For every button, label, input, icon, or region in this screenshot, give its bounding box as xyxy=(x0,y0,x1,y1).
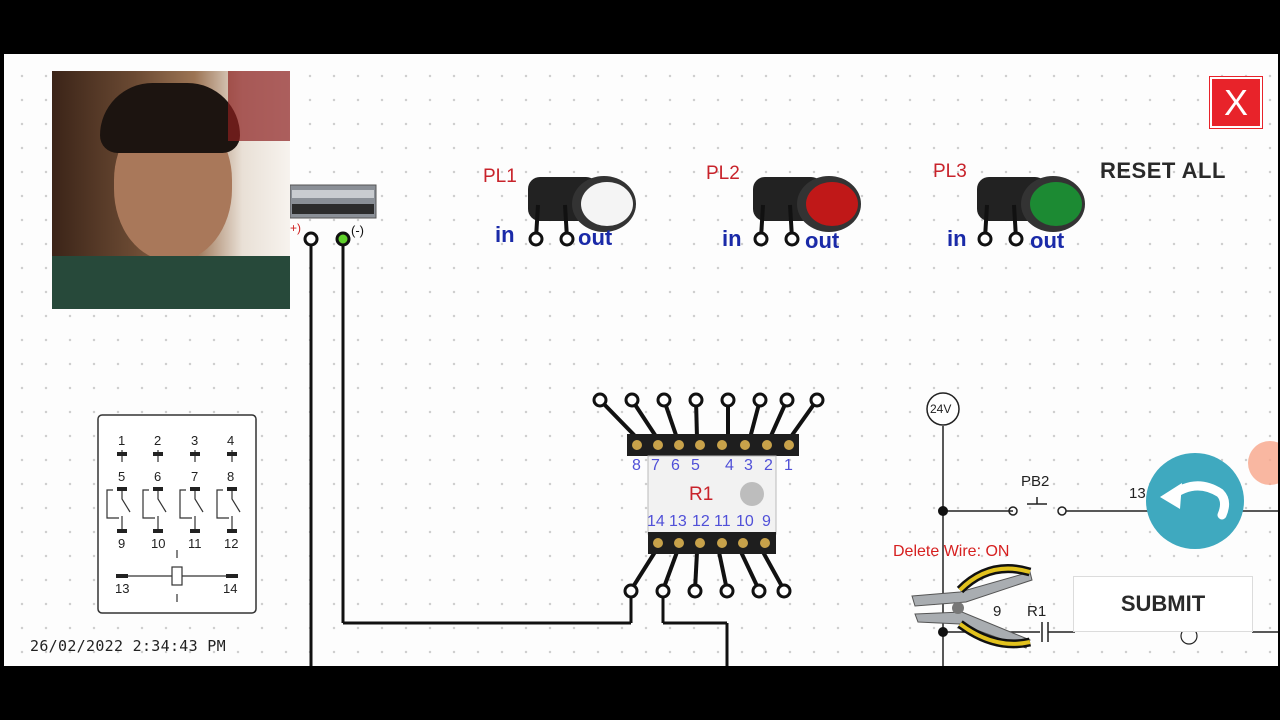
diagram-pin-10: 10 xyxy=(151,536,166,551)
diagram-pin-13: 13 xyxy=(115,581,130,596)
relay-pin-6: 6 xyxy=(671,457,680,474)
lamp-pl1-lens xyxy=(581,182,633,226)
reset-all-button[interactable]: RESET ALL xyxy=(1100,158,1226,183)
relay-label: R1 xyxy=(689,484,714,505)
psu-plus-terminal[interactable] xyxy=(303,231,319,247)
pl1-out-terminal[interactable] xyxy=(559,231,575,247)
pl3-label: PL3 xyxy=(933,161,967,182)
diagram-pin-14: 14 xyxy=(223,581,238,596)
relay-r1[interactable] xyxy=(592,392,825,599)
relay-pin-11: 11 xyxy=(714,513,731,530)
lamp-pl2[interactable] xyxy=(753,176,861,247)
delete-wire-status: Delete Wire: ON xyxy=(893,543,1010,560)
pl2-label: PL2 xyxy=(706,163,740,184)
diagram-pin-12: 12 xyxy=(224,536,239,551)
lamp-pl3[interactable] xyxy=(977,176,1085,247)
wiring-layer xyxy=(97,176,1278,666)
relay-pin-2: 2 xyxy=(764,457,773,474)
pl3-out-terminal[interactable] xyxy=(1008,231,1024,247)
diagram-pin-6: 6 xyxy=(154,469,162,484)
partial-bubble-icon[interactable] xyxy=(1248,441,1278,485)
diagram-pin-8: 8 xyxy=(227,469,235,484)
relay-pin-9: 9 xyxy=(762,513,771,530)
diagram-pin-11: 11 xyxy=(188,536,202,551)
diagram-pin-4: 4 xyxy=(227,433,235,448)
pl3-in-label: in xyxy=(947,226,967,251)
relay-pin-3: 3 xyxy=(744,457,753,474)
lamp-pl2-lens xyxy=(806,182,858,226)
psu-minus-terminal[interactable] xyxy=(335,231,351,247)
shirt-shape xyxy=(52,256,290,309)
pl2-in-terminal[interactable] xyxy=(753,231,769,247)
webcam-overlay xyxy=(52,71,290,309)
diagram-pin-2: 2 xyxy=(154,433,162,448)
psu-minus-label: (-) xyxy=(351,223,364,238)
undo-icon xyxy=(1160,481,1230,520)
diagram-pin-1: 1 xyxy=(118,433,126,448)
relay-pin-10: 10 xyxy=(736,513,754,530)
diagram-pin-7: 7 xyxy=(191,469,199,484)
hair-shape xyxy=(100,83,240,153)
relay-pin-4: 4 xyxy=(725,457,734,474)
lamp-pl1[interactable] xyxy=(528,176,636,247)
pl1-label: PL1 xyxy=(483,166,517,187)
diagram-pin-5: 5 xyxy=(118,469,126,484)
power-supply[interactable] xyxy=(289,184,377,247)
undo-button[interactable] xyxy=(1146,453,1244,549)
lamp-pl3-lens xyxy=(1030,182,1082,226)
relay-pin-8: 8 xyxy=(632,457,641,474)
ladder-supply-label: 24V xyxy=(930,402,952,416)
diagram-pin-9: 9 xyxy=(118,536,126,551)
ladder-rung-num: 13 xyxy=(1129,485,1146,502)
pl2-out-label: out xyxy=(805,228,840,253)
ladder-contact-num: 9 xyxy=(993,603,1002,620)
background-red-shape xyxy=(228,71,290,141)
relay-pin-7: 7 xyxy=(651,457,660,474)
submit-button[interactable]: SUBMIT xyxy=(1073,576,1253,632)
pl1-in-label: in xyxy=(495,222,515,247)
diagram-pin-3: 3 xyxy=(191,433,199,448)
ladder-pb2-label: PB2 xyxy=(1021,473,1050,490)
relay-pin-14: 14 xyxy=(647,513,665,530)
timestamp: 26/02/2022 2:34:43 PM xyxy=(30,637,226,655)
pliers-icon[interactable] xyxy=(911,564,1033,649)
relay-pin-12: 12 xyxy=(692,513,710,530)
pl3-in-terminal[interactable] xyxy=(977,231,993,247)
pl1-in-terminal[interactable] xyxy=(528,231,544,247)
pl2-out-terminal[interactable] xyxy=(784,231,800,247)
ladder-contact-label: R1 xyxy=(1027,603,1047,620)
relay-pin-1: 1 xyxy=(784,457,793,474)
pl1-out-label: out xyxy=(578,225,613,250)
close-button[interactable]: X xyxy=(1210,77,1262,128)
relay-pin-13: 13 xyxy=(669,513,687,530)
relay-pinout-diagram xyxy=(97,414,257,614)
relay-pin-5: 5 xyxy=(691,457,700,474)
pl2-in-label: in xyxy=(722,226,742,251)
psu-plus-label: +) xyxy=(290,221,302,235)
pl3-out-label: out xyxy=(1030,228,1065,253)
